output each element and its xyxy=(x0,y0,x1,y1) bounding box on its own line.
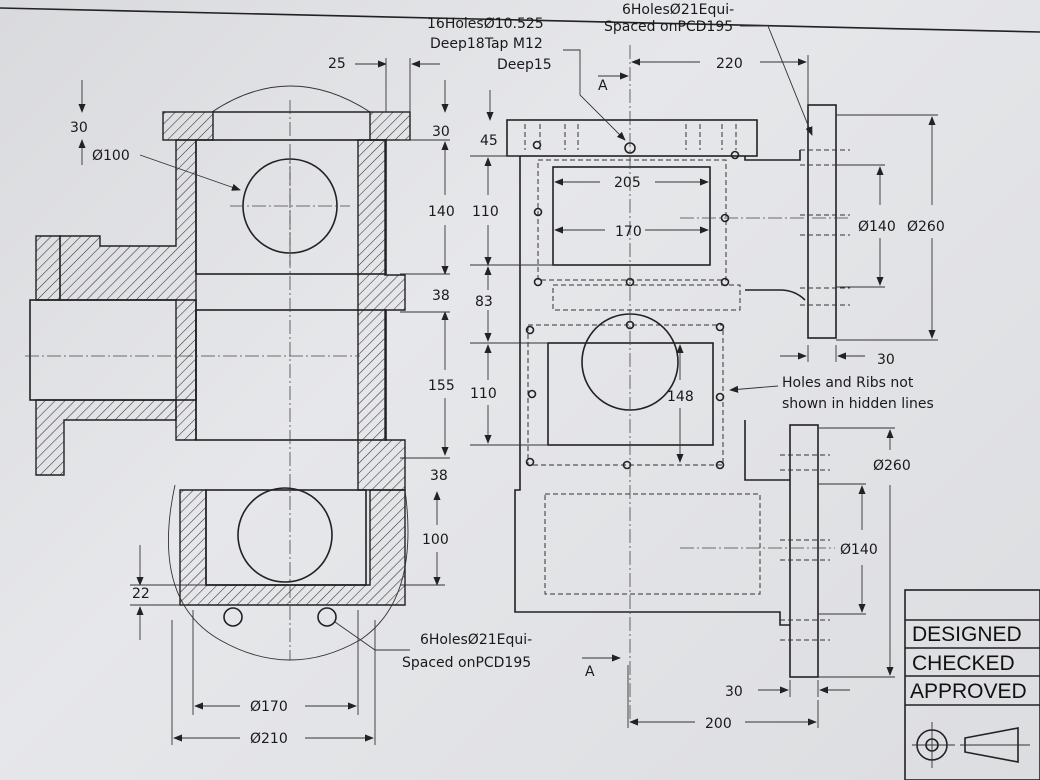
dim-148: 148 xyxy=(667,389,694,405)
dim-155: 155 xyxy=(428,378,455,394)
lower-hidden-frame xyxy=(527,324,724,466)
dim-83: 83 xyxy=(475,294,493,310)
side-view: A A 16HolesØ10.525 Deep18Tap M12 Deep15 … xyxy=(427,2,945,732)
side-dimensions: 220 45 110 83 110 205 170 148 xyxy=(470,55,945,732)
body-outline-left xyxy=(514,156,790,626)
dim-dia-260-top: Ø260 xyxy=(907,219,945,235)
left-wall-section xyxy=(59,139,197,441)
left-boss-upper xyxy=(35,235,61,301)
dim-30-top: 30 xyxy=(432,124,450,140)
left-boss-lower xyxy=(35,399,177,476)
tap-note-line-3: Deep15 xyxy=(497,57,552,73)
dim-100-v: 100 xyxy=(422,532,449,548)
bottom-note-line-2: Spaced onPCD195 xyxy=(402,655,531,671)
section-mark-bottom: A xyxy=(585,664,595,680)
dim-140: 140 xyxy=(428,204,455,220)
top-dome xyxy=(211,85,371,113)
hidden-rib xyxy=(552,284,741,311)
dim-38-a: 38 xyxy=(432,288,450,304)
rib-right-lower xyxy=(744,420,790,481)
dim-170-side: 170 xyxy=(615,224,642,240)
dim-110-a: 110 xyxy=(472,204,499,220)
bolt-hole-right xyxy=(317,607,337,627)
dim-dia-140-bot: Ø140 xyxy=(840,542,878,558)
dim-200: 200 xyxy=(705,716,732,732)
upper-hidden-frame xyxy=(537,159,727,281)
top-hole-note: 6HolesØ21Equi- Spaced onPCD195 xyxy=(604,2,813,136)
title-approved: APPROVED xyxy=(910,680,1027,703)
dim-dia-140-top: Ø140 xyxy=(858,219,896,235)
dim-dia-100: Ø100 xyxy=(92,148,130,164)
hidden-note-line-1: Holes and Ribs not xyxy=(782,375,914,391)
dim-25: 25 xyxy=(328,56,346,72)
dim-45: 45 xyxy=(480,133,498,149)
title-designed: DESIGNED xyxy=(912,623,1022,646)
tap-note: 16HolesØ10.525 Deep18Tap M12 Deep15 xyxy=(427,16,626,141)
tap-note-line-1: 16HolesØ10.525 xyxy=(427,16,544,32)
dim-30-bot-side: 30 xyxy=(725,684,743,700)
bottom-note-line-1: 6HolesØ21Equi- xyxy=(420,632,532,648)
right-flange-lower xyxy=(789,424,819,678)
lower-bore-circle xyxy=(237,487,333,583)
right-flange-upper xyxy=(807,104,837,339)
hidden-note-line-2: shown in hidden lines xyxy=(782,396,934,412)
front-dimensions: 25 30 Ø100 30 140 38 155 38 100 xyxy=(70,56,455,747)
bottom-hidden-cavity xyxy=(544,493,761,595)
dim-205: 205 xyxy=(614,175,641,191)
middle-cavity xyxy=(195,309,387,441)
top-flange-right xyxy=(369,111,411,141)
top-flange xyxy=(506,119,758,157)
top-note-line-1: 6HolesØ21Equi- xyxy=(622,2,734,18)
sheet-border xyxy=(0,7,1040,33)
hidden-lines-note: Holes and Ribs not shown in hidden lines xyxy=(729,375,934,412)
body-step xyxy=(744,150,801,161)
first-angle-projection-icon xyxy=(912,722,1030,768)
dim-30-top-side: 30 xyxy=(877,352,895,368)
dim-dia-210: Ø210 xyxy=(250,731,288,747)
tapped-holes xyxy=(524,124,740,470)
dim-30-left: 30 xyxy=(70,120,88,136)
title-checked: CHECKED xyxy=(912,652,1015,675)
top-flange-left xyxy=(162,111,214,141)
lower-cavity xyxy=(205,489,367,586)
section-mark-top: A xyxy=(598,78,608,94)
lower-window xyxy=(547,342,714,446)
dim-110-b: 110 xyxy=(470,386,497,402)
dim-38-b: 38 xyxy=(430,468,448,484)
front-view: 25 30 Ø100 30 140 38 155 38 100 xyxy=(25,56,532,747)
bolt-hole-left xyxy=(223,607,243,627)
tap-note-line-2: Deep18Tap M12 xyxy=(430,36,543,52)
dim-220: 220 xyxy=(716,56,743,72)
dim-dia-170: Ø170 xyxy=(250,699,288,715)
left-bore xyxy=(29,299,197,401)
right-wall-section xyxy=(357,139,406,491)
bottom-hole-note: 6HolesØ21Equi- Spaced onPCD195 xyxy=(334,621,532,671)
title-block: DESIGNED CHECKED APPROVED xyxy=(904,589,1040,780)
lower-housing-section xyxy=(179,489,406,606)
top-note-line-2: Spaced onPCD195 xyxy=(604,19,733,35)
dim-22: 22 xyxy=(132,586,150,602)
upper-window xyxy=(552,166,711,266)
rib-right-upper xyxy=(745,289,806,301)
upper-cavity xyxy=(195,139,387,275)
dim-dia-260-bot: Ø260 xyxy=(873,458,911,474)
